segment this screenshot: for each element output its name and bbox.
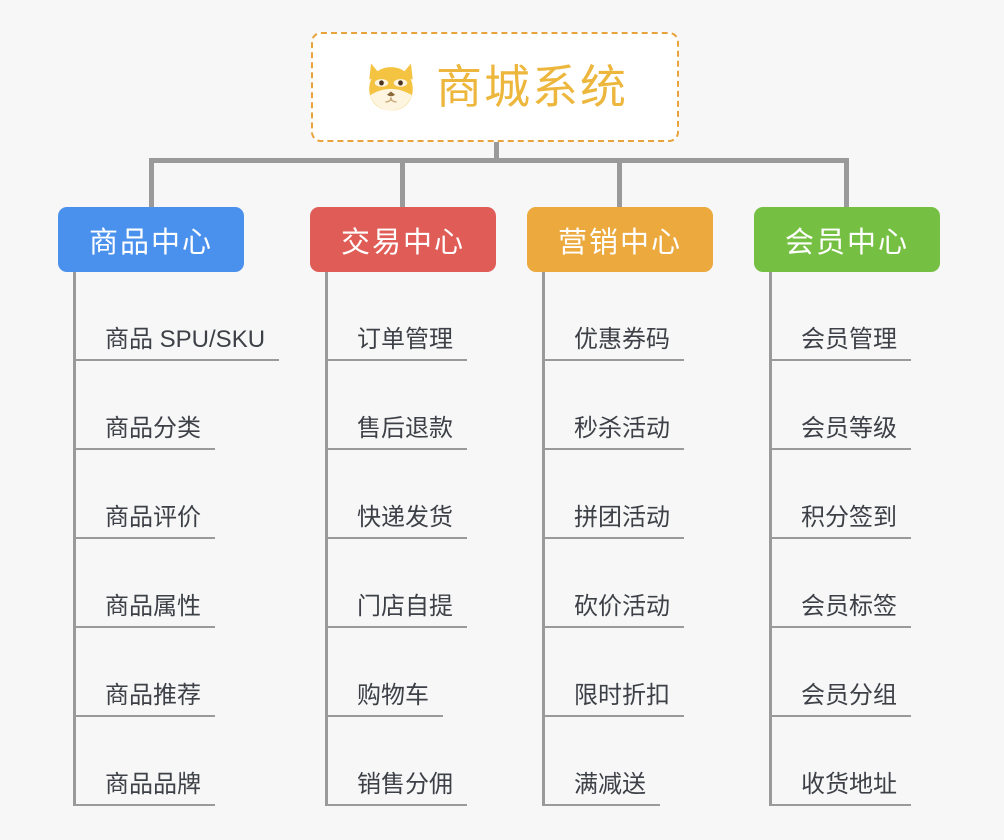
shiba-dog-face-icon bbox=[369, 63, 413, 111]
branch-column-0: 商品中心 商品 SPU/SKU 商品分类 商品评价 商品属性 商品推荐 商品品牌 bbox=[58, 207, 280, 806]
list-item[interactable]: 购物车 bbox=[325, 628, 496, 717]
leaf-label: 商品 SPU/SKU bbox=[73, 326, 280, 361]
list-item[interactable]: 商品分类 bbox=[73, 361, 244, 450]
list-item[interactable]: 会员管理 bbox=[769, 272, 940, 361]
leaf-label: 会员管理 bbox=[769, 326, 911, 361]
leaf-label: 秒杀活动 bbox=[542, 415, 684, 450]
list-item[interactable]: 商品推荐 bbox=[73, 628, 244, 717]
list-item[interactable]: 商品属性 bbox=[73, 539, 244, 628]
list-item[interactable]: 商品 SPU/SKU bbox=[73, 272, 280, 361]
list-item[interactable]: 销售分佣 bbox=[325, 717, 496, 806]
branch-header-1[interactable]: 交易中心 bbox=[310, 207, 496, 272]
list-item[interactable]: 快递发货 bbox=[325, 450, 496, 539]
leaf-label: 门店自提 bbox=[325, 593, 467, 628]
connector-drop-4 bbox=[844, 158, 849, 208]
leaf-label: 积分签到 bbox=[769, 504, 911, 539]
leaf-label: 销售分佣 bbox=[325, 771, 467, 806]
leaf-label: 购物车 bbox=[325, 682, 443, 717]
list-item[interactable]: 会员分组 bbox=[769, 628, 940, 717]
leaf-label: 会员标签 bbox=[769, 593, 911, 628]
list-item[interactable]: 会员标签 bbox=[769, 539, 940, 628]
list-item[interactable]: 优惠券码 bbox=[542, 272, 713, 361]
branch-header-label: 交易中心 bbox=[340, 226, 465, 259]
root-title: 商城系统 bbox=[436, 61, 628, 113]
list-item[interactable]: 积分签到 bbox=[769, 450, 940, 539]
list-item[interactable]: 订单管理 bbox=[325, 272, 496, 361]
list-item[interactable]: 收货地址 bbox=[769, 717, 940, 806]
branch-items-3: 会员管理 会员等级 积分签到 会员标签 会员分组 收货地址 bbox=[769, 272, 940, 806]
leaf-label: 优惠券码 bbox=[542, 326, 684, 361]
branch-column-3: 会员中心 会员管理 会员等级 积分签到 会员标签 会员分组 收货地址 bbox=[754, 207, 940, 806]
leaf-label: 砍价活动 bbox=[542, 593, 684, 628]
branch-column-2: 营销中心 优惠券码 秒杀活动 拼团活动 砍价活动 限时折扣 满减送 bbox=[527, 207, 713, 806]
branch-header-3[interactable]: 会员中心 bbox=[754, 207, 940, 272]
leaf-label: 收货地址 bbox=[769, 771, 911, 806]
branch-header-label: 会员中心 bbox=[784, 226, 909, 259]
leaf-label: 限时折扣 bbox=[542, 682, 684, 717]
branch-header-2[interactable]: 营销中心 bbox=[527, 207, 713, 272]
branch-header-label: 商品中心 bbox=[88, 226, 213, 259]
leaf-label: 满减送 bbox=[542, 771, 660, 806]
branch-header-label: 营销中心 bbox=[557, 226, 682, 259]
branch-items-1: 订单管理 售后退款 快递发货 门店自提 购物车 销售分佣 bbox=[325, 272, 496, 806]
list-item[interactable]: 限时折扣 bbox=[542, 628, 713, 717]
leaf-label: 快递发货 bbox=[325, 504, 467, 539]
list-item[interactable]: 拼团活动 bbox=[542, 450, 713, 539]
leaf-label: 商品品牌 bbox=[73, 771, 215, 806]
leaf-label: 会员分组 bbox=[769, 682, 911, 717]
leaf-label: 商品属性 bbox=[73, 593, 215, 628]
leaf-label: 拼团活动 bbox=[542, 504, 684, 539]
leaf-label: 会员等级 bbox=[769, 415, 911, 450]
branch-spine-0 bbox=[73, 272, 76, 806]
connector-drop-2 bbox=[400, 158, 405, 208]
branch-spine-2 bbox=[542, 272, 545, 806]
branch-items-0: 商品 SPU/SKU 商品分类 商品评价 商品属性 商品推荐 商品品牌 bbox=[73, 272, 280, 806]
list-item[interactable]: 商品评价 bbox=[73, 450, 244, 539]
branch-spine-1 bbox=[325, 272, 328, 806]
root-node[interactable]: 商城系统 bbox=[311, 32, 679, 142]
list-item[interactable]: 商品品牌 bbox=[73, 717, 244, 806]
list-item[interactable]: 砍价活动 bbox=[542, 539, 713, 628]
list-item[interactable]: 会员等级 bbox=[769, 361, 940, 450]
branch-column-1: 交易中心 订单管理 售后退款 快递发货 门店自提 购物车 销售分佣 bbox=[310, 207, 496, 806]
list-item[interactable]: 售后退款 bbox=[325, 361, 496, 450]
connector-drop-3 bbox=[617, 158, 622, 208]
list-item[interactable]: 门店自提 bbox=[325, 539, 496, 628]
branch-items-2: 优惠券码 秒杀活动 拼团活动 砍价活动 限时折扣 满减送 bbox=[542, 272, 713, 806]
leaf-label: 商品分类 bbox=[73, 415, 215, 450]
connector-bus bbox=[149, 158, 849, 163]
connector-drop-1 bbox=[149, 158, 154, 208]
list-item[interactable]: 满减送 bbox=[542, 717, 713, 806]
leaf-label: 商品评价 bbox=[73, 504, 215, 539]
list-item[interactable]: 秒杀活动 bbox=[542, 361, 713, 450]
connector-stem bbox=[494, 142, 499, 162]
leaf-label: 订单管理 bbox=[325, 326, 467, 361]
branch-spine-3 bbox=[769, 272, 772, 806]
branch-header-0[interactable]: 商品中心 bbox=[58, 207, 244, 272]
leaf-label: 售后退款 bbox=[325, 415, 467, 450]
leaf-label: 商品推荐 bbox=[73, 682, 215, 717]
